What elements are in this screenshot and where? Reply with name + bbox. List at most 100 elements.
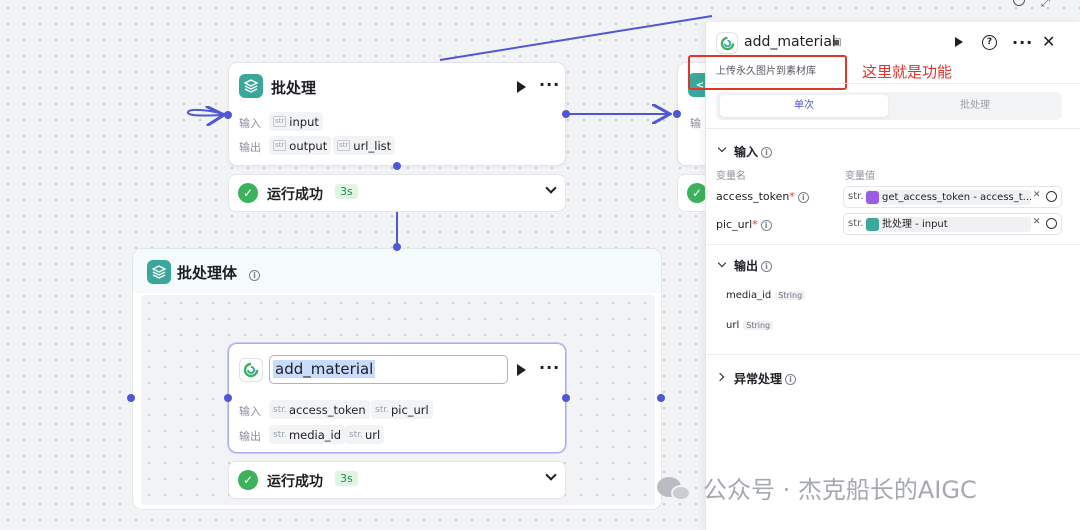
param-value-field[interactable]: str. get_access_token - access_t... ✕ (843, 186, 1062, 208)
info-icon[interactable]: i (785, 374, 797, 385)
layers-icon (147, 260, 171, 284)
peek-input-label: 输 (690, 117, 701, 130)
divider (706, 128, 1080, 129)
more-menu-icon[interactable]: ··· (539, 75, 561, 94)
node-title-input[interactable]: add_material (269, 355, 508, 384)
panel-description: 上传永久图片到素材库 (716, 66, 816, 77)
more-menu-icon[interactable]: ··· (539, 358, 561, 377)
col-var-value: 变量值 (845, 171, 875, 182)
store-icon: ▣ (832, 37, 842, 48)
edge-loop-back (187, 110, 229, 116)
reference-chip: get_access_token - access_t... (865, 190, 1031, 205)
reference-text: 批处理 - input (882, 219, 948, 230)
material-out-port[interactable] (562, 394, 570, 402)
info-icon[interactable]: i (761, 147, 773, 158)
material-input-label: 输入 (239, 405, 261, 418)
chevron-down-icon[interactable] (545, 469, 557, 481)
reference-chip: 批处理 - input (865, 217, 1031, 232)
layers-icon (239, 74, 263, 98)
chevron-down-icon[interactable] (545, 182, 557, 194)
chevron-down-icon[interactable] (717, 143, 727, 153)
close-icon[interactable]: ✕ (1042, 32, 1056, 51)
material-input-chip: str.pic_url (371, 400, 433, 419)
divider (706, 83, 1080, 84)
reference-text: get_access_token - access_t... (882, 192, 1031, 203)
tab-batch[interactable]: 批处理 (960, 100, 990, 111)
status-text: 运行成功 (267, 474, 323, 490)
clear-icon[interactable]: ✕ (1033, 217, 1041, 227)
run-button[interactable] (517, 81, 526, 93)
add-material-node[interactable]: add_material ··· 输入 str.access_token str… (228, 343, 566, 453)
tab-single[interactable]: 单次 (720, 95, 888, 117)
plugin-logo-icon (716, 32, 738, 54)
expand-icon[interactable]: ⤢ (1041, 0, 1050, 9)
batch-body-title: 批处理体 (177, 264, 238, 282)
material-output-label: 输出 (239, 430, 261, 443)
param-name: access_token*i (716, 190, 809, 203)
type-label: str. (848, 191, 864, 202)
divider (706, 244, 1080, 245)
variable-picker-icon[interactable] (1046, 191, 1057, 202)
peek-in-port[interactable] (673, 110, 681, 118)
material-in-port[interactable] (224, 394, 232, 402)
divider (706, 354, 1080, 355)
batch-bottom-port[interactable] (393, 162, 401, 170)
plugin-icon (866, 191, 879, 204)
edge-top-diagonal (439, 15, 713, 61)
batch-status-bar[interactable]: ✓ 运行成功 3s (228, 174, 566, 212)
run-button[interactable] (955, 37, 963, 47)
material-status-bar[interactable]: ✓ 运行成功 3s (228, 461, 566, 499)
info-icon[interactable]: i (797, 191, 809, 203)
material-input-chip: str.access_token (269, 400, 370, 419)
variable-picker-icon[interactable] (1046, 218, 1057, 229)
success-check-icon: ✓ (238, 470, 258, 490)
success-check-icon: ✓ (687, 183, 707, 203)
info-icon[interactable]: i (761, 261, 773, 272)
body-left-port[interactable] (127, 394, 135, 402)
material-output-chip: str.url (345, 425, 385, 444)
help-icon[interactable]: ? (982, 35, 997, 50)
batch-output-label: 输出 (239, 141, 261, 154)
col-var-name: 变量名 (716, 171, 746, 182)
node-config-panel: add_material ▣ ? ··· ✕ 上传永久图片到素材库 这里就是功能… (688, 22, 1080, 530)
info-icon[interactable]: i (246, 265, 260, 284)
batch-in-port[interactable] (224, 111, 232, 119)
param-value-field[interactable]: str. 批处理 - input ✕ (843, 213, 1062, 235)
duration-badge: 3s (335, 184, 358, 199)
plugin-logo-icon (239, 358, 263, 382)
annotation-box (688, 55, 847, 90)
panel-title: add_material (744, 34, 836, 50)
batch-node-title: 批处理 (271, 79, 317, 97)
layers-icon (866, 218, 879, 231)
batch-body-header (133, 249, 661, 293)
type-label: str. (848, 218, 864, 229)
status-text: 运行成功 (267, 187, 323, 203)
success-check-icon: ✓ (238, 183, 258, 203)
watermark: 公众号 · 杰克船长的AIGC (655, 470, 977, 505)
node-title-text: add_material (273, 360, 376, 378)
param-name: pic_url*i (716, 218, 772, 231)
chevron-right-icon[interactable] (715, 372, 725, 382)
material-output-chip: str.media_id (269, 425, 346, 444)
body-in-port[interactable] (393, 243, 401, 251)
watermark-text: 公众号 · 杰克船长的AIGC (703, 476, 977, 504)
annotation-text: 这里就是功能 (862, 63, 953, 81)
chevron-down-icon[interactable] (717, 258, 727, 268)
more-menu-icon[interactable]: ··· (1012, 33, 1034, 52)
run-button[interactable] (517, 364, 526, 376)
batch-input-label: 输入 (239, 117, 261, 130)
duration-badge: 3s (335, 471, 358, 486)
batch-out-port[interactable] (562, 110, 570, 118)
clear-icon[interactable]: ✕ (1033, 190, 1041, 200)
body-right-port[interactable] (657, 394, 665, 402)
info-icon[interactable]: i (760, 219, 772, 231)
